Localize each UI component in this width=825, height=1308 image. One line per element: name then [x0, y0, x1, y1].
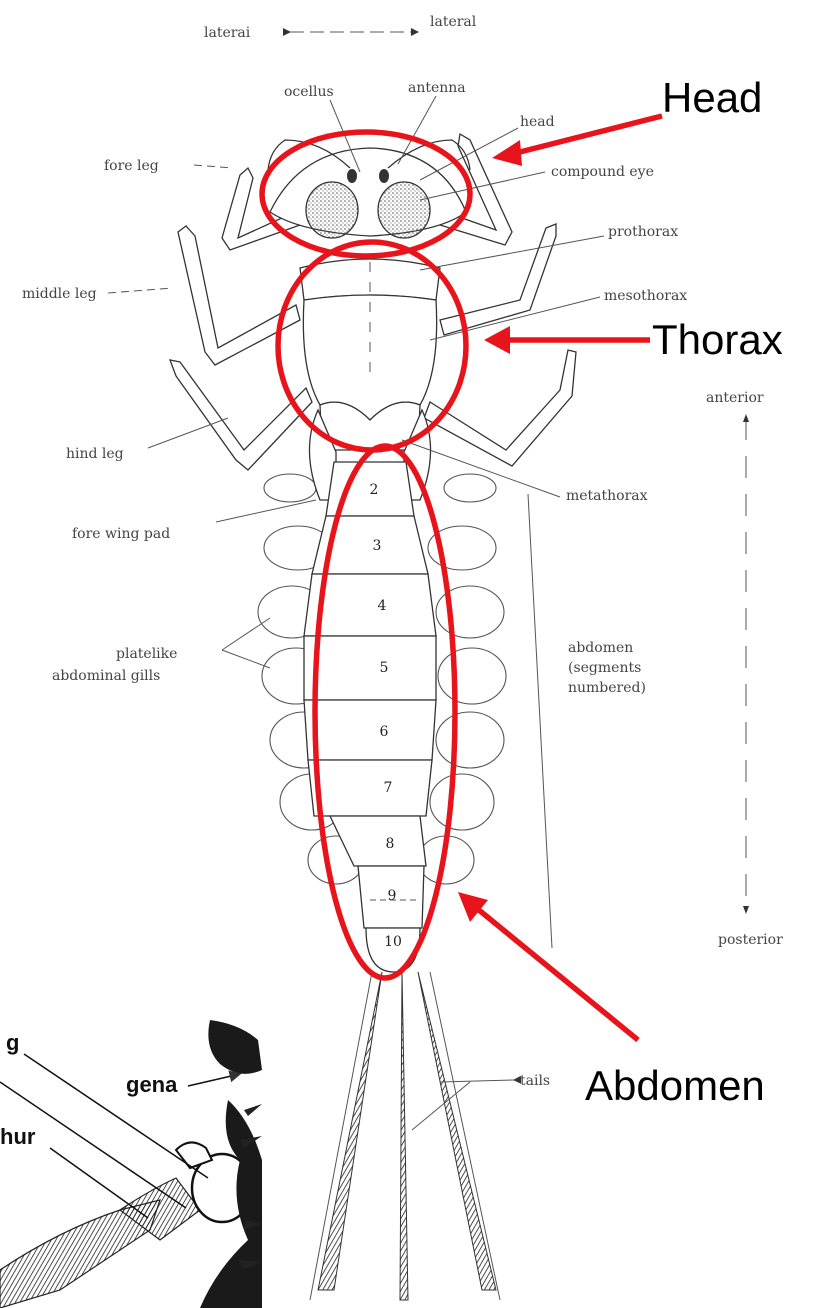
hind-leg-label: hind leg	[66, 446, 124, 462]
anterior-arrowhead	[743, 414, 749, 422]
prothorax-label: prothorax	[608, 224, 678, 240]
mesothorax-shape	[303, 295, 436, 420]
abdomen-callout-arrow	[474, 906, 638, 1040]
segment-5-number: 5	[380, 660, 389, 676]
left-tail	[318, 972, 382, 1290]
tails-label: tails	[520, 1073, 550, 1089]
abdominal-gills-label: abdominal gills	[52, 668, 160, 684]
head-capsule	[270, 148, 466, 236]
fore-wing-pad-label: fore wing pad	[72, 526, 170, 542]
ocellus-shape	[347, 169, 357, 183]
lateral-axis: laterai lateral	[204, 14, 477, 41]
lateral-left-label: laterai	[204, 25, 251, 41]
inset-label-gena: gena	[126, 1072, 178, 1097]
segment-3-number: 3	[373, 538, 382, 554]
tails-pointer-2	[412, 1082, 470, 1130]
segment-4-number: 4	[378, 598, 387, 614]
posterior-arrowhead	[743, 906, 749, 914]
segment-7-number: 7	[384, 780, 393, 796]
anterior-posterior-axis: anterior posterior	[706, 390, 783, 948]
thorax-callout-label: Thorax	[652, 316, 783, 363]
inset-label-g: g	[6, 1030, 19, 1055]
segment-5-shape	[304, 636, 436, 700]
antenna-label: antenna	[408, 80, 466, 96]
head-callout-label: Head	[662, 74, 762, 121]
segment-6-shape	[304, 700, 436, 760]
inset-image: g gena hur	[0, 1020, 262, 1308]
fore-leg-label: fore leg	[104, 158, 159, 174]
lateral-right-label: lateral	[430, 14, 477, 30]
inset-label-hur: hur	[0, 1124, 36, 1149]
abdomen-bracket	[528, 494, 552, 948]
metathorax-label: metathorax	[566, 488, 648, 504]
abdomen-numbered-label: numbered)	[568, 680, 646, 696]
left-compound-eye	[306, 182, 358, 238]
segment-2-number: 2	[370, 482, 379, 498]
right-tail	[418, 972, 496, 1290]
thorax-arrowhead	[484, 326, 510, 354]
head-label: head	[520, 114, 555, 130]
platelike-label: platelike	[116, 646, 177, 662]
head-arrowhead	[492, 140, 522, 166]
ocellus-shape-2	[379, 169, 389, 183]
left-hind-leg	[170, 360, 312, 470]
middle-tail	[400, 972, 408, 1300]
anterior-label: anterior	[706, 390, 764, 406]
abdomen-segments-label: (segments	[568, 660, 641, 676]
right-compound-eye	[378, 182, 430, 238]
tails: tails	[310, 972, 550, 1300]
segment-8-number: 8	[386, 836, 395, 852]
segment-9-number: 9	[388, 888, 397, 904]
abdomen-callout-label: Abdomen	[585, 1062, 765, 1109]
segment-7-shape	[308, 760, 432, 816]
abdomen-label: abdomen	[568, 640, 633, 656]
segment-10-number: 10	[384, 934, 402, 950]
segment-6-number: 6	[380, 724, 389, 740]
abdomen-arrowhead	[458, 892, 488, 922]
ocellus-label: ocellus	[284, 84, 334, 100]
compound-eye-label: compound eye	[551, 164, 654, 180]
mesothorax-label: mesothorax	[604, 288, 687, 304]
posterior-label: posterior	[718, 932, 783, 948]
middle-leg-label: middle leg	[22, 286, 97, 302]
tails-pointer	[440, 1080, 514, 1082]
